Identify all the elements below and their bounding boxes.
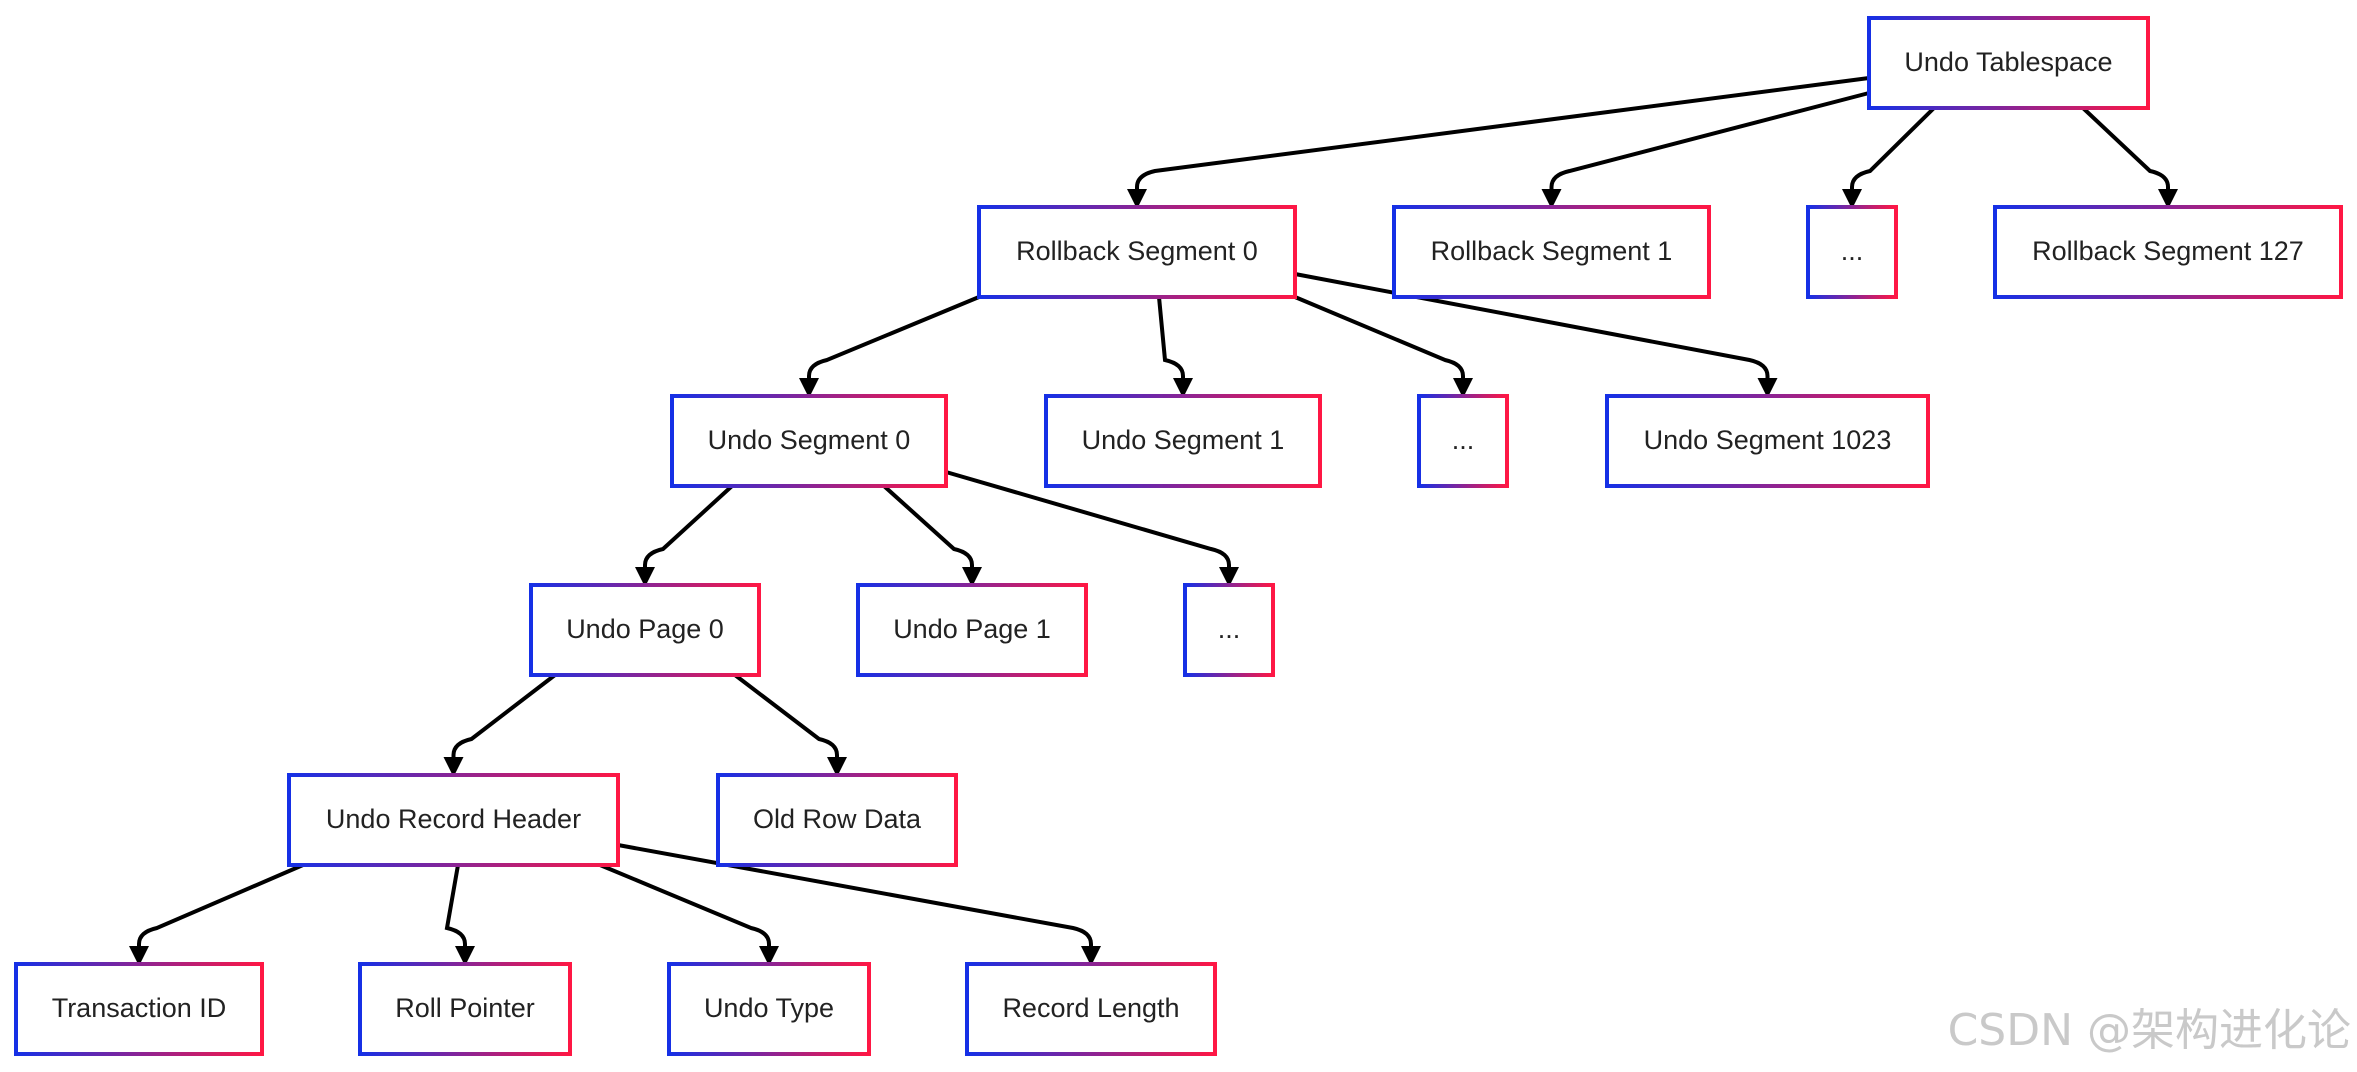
node-undo-record-header: Undo Record Header xyxy=(287,773,620,867)
node-label: ... xyxy=(1218,614,1241,644)
node-box xyxy=(965,962,1217,1056)
edge-undo-page-0-to-undo-record-header xyxy=(443,673,557,777)
edge-undo-record-header-to-undo-type xyxy=(599,863,779,966)
node-label: ... xyxy=(1841,236,1864,266)
node-old-row-data: Old Row Data xyxy=(716,773,958,867)
node-box xyxy=(1392,205,1711,299)
node-undo-page-ellipsis: ... xyxy=(1183,583,1275,677)
edge-undo-segment-0-to-undo-page-1 xyxy=(882,484,982,587)
node-label: Undo Page 0 xyxy=(566,614,724,644)
edge-undo-tablespace-to-rollback-segment-1 xyxy=(1541,91,1870,209)
node-box xyxy=(1605,394,1930,488)
node-undo-type: Undo Type xyxy=(667,962,871,1056)
edge-rollback-segment-0-to-undo-segment-1023 xyxy=(1294,272,1778,398)
edge-rollback-segment-0-to-undo-segment-0 xyxy=(799,295,980,398)
node-rollback-segment-127: Rollback Segment 127 xyxy=(1993,205,2343,299)
node-box xyxy=(977,205,1297,299)
node-rollback-segment-0: Rollback Segment 0 xyxy=(977,205,1297,299)
node-record-length: Record Length xyxy=(965,962,1217,1056)
node-box xyxy=(1044,394,1322,488)
edge-undo-record-header-to-roll-pointer xyxy=(444,864,475,966)
node-label: Undo Type xyxy=(704,993,834,1023)
node-rollback-segment-ellipsis: ... xyxy=(1806,205,1898,299)
edge-undo-tablespace-to-rollback-segment-127 xyxy=(2081,106,2178,209)
node-undo-segment-ellipsis: ... xyxy=(1417,394,1509,488)
edge-rollback-segment-0-to-undo-segment-1 xyxy=(1157,296,1193,398)
node-undo-page-1: Undo Page 1 xyxy=(856,583,1088,677)
node-transaction-id: Transaction ID xyxy=(14,962,264,1056)
node-box xyxy=(1867,16,2150,110)
node-label: Undo Segment 1 xyxy=(1082,425,1285,455)
node-undo-segment-1: Undo Segment 1 xyxy=(1044,394,1322,488)
node-label: Undo Segment 0 xyxy=(708,425,911,455)
node-box xyxy=(670,394,948,488)
edge-rollback-segment-0-to-undo-segment-ellipsis xyxy=(1294,295,1473,398)
node-rollback-segment-1: Rollback Segment 1 xyxy=(1392,205,1711,299)
node-label: ... xyxy=(1452,425,1475,455)
node-box xyxy=(287,773,620,867)
node-undo-segment-0: Undo Segment 0 xyxy=(670,394,948,488)
node-label: Undo Segment 1023 xyxy=(1644,425,1892,455)
node-label: Old Row Data xyxy=(753,804,922,834)
edge-undo-record-header-to-transaction-id xyxy=(129,863,304,966)
node-roll-pointer: Roll Pointer xyxy=(358,962,572,1056)
edge-undo-record-header-to-record-length xyxy=(617,843,1101,966)
node-box xyxy=(1806,205,1898,299)
edge-undo-tablespace-to-rollback-segment-0 xyxy=(1127,76,1870,209)
node-box xyxy=(667,962,871,1056)
node-label: Roll Pointer xyxy=(395,993,535,1023)
node-label: Undo Record Header xyxy=(326,804,581,834)
watermark: CSDN @架构进化论 xyxy=(1947,1005,2351,1056)
edges-layer xyxy=(129,76,2178,966)
node-label: Undo Tablespace xyxy=(1904,47,2112,77)
node-undo-tablespace: Undo Tablespace xyxy=(1867,16,2150,110)
node-box xyxy=(1993,205,2343,299)
node-box xyxy=(14,962,264,1056)
node-box xyxy=(358,962,572,1056)
node-box xyxy=(1183,583,1275,677)
node-label: Rollback Segment 127 xyxy=(2032,236,2304,266)
node-undo-segment-1023: Undo Segment 1023 xyxy=(1605,394,1930,488)
node-label: Rollback Segment 0 xyxy=(1016,236,1258,266)
node-box xyxy=(1417,394,1509,488)
edge-undo-segment-0-to-undo-page-ellipsis xyxy=(945,470,1239,587)
edge-undo-tablespace-to-rollback-segment-ellipsis xyxy=(1842,106,1936,209)
node-label: Rollback Segment 1 xyxy=(1431,236,1673,266)
node-label: Transaction ID xyxy=(52,993,227,1023)
node-box xyxy=(856,583,1088,677)
node-box xyxy=(529,583,761,677)
node-label: Undo Page 1 xyxy=(893,614,1051,644)
edge-undo-segment-0-to-undo-page-0 xyxy=(635,484,734,587)
node-box xyxy=(716,773,958,867)
edge-undo-page-0-to-old-row-data xyxy=(733,673,847,777)
node-undo-page-0: Undo Page 0 xyxy=(529,583,761,677)
node-label: Record Length xyxy=(1002,993,1179,1023)
